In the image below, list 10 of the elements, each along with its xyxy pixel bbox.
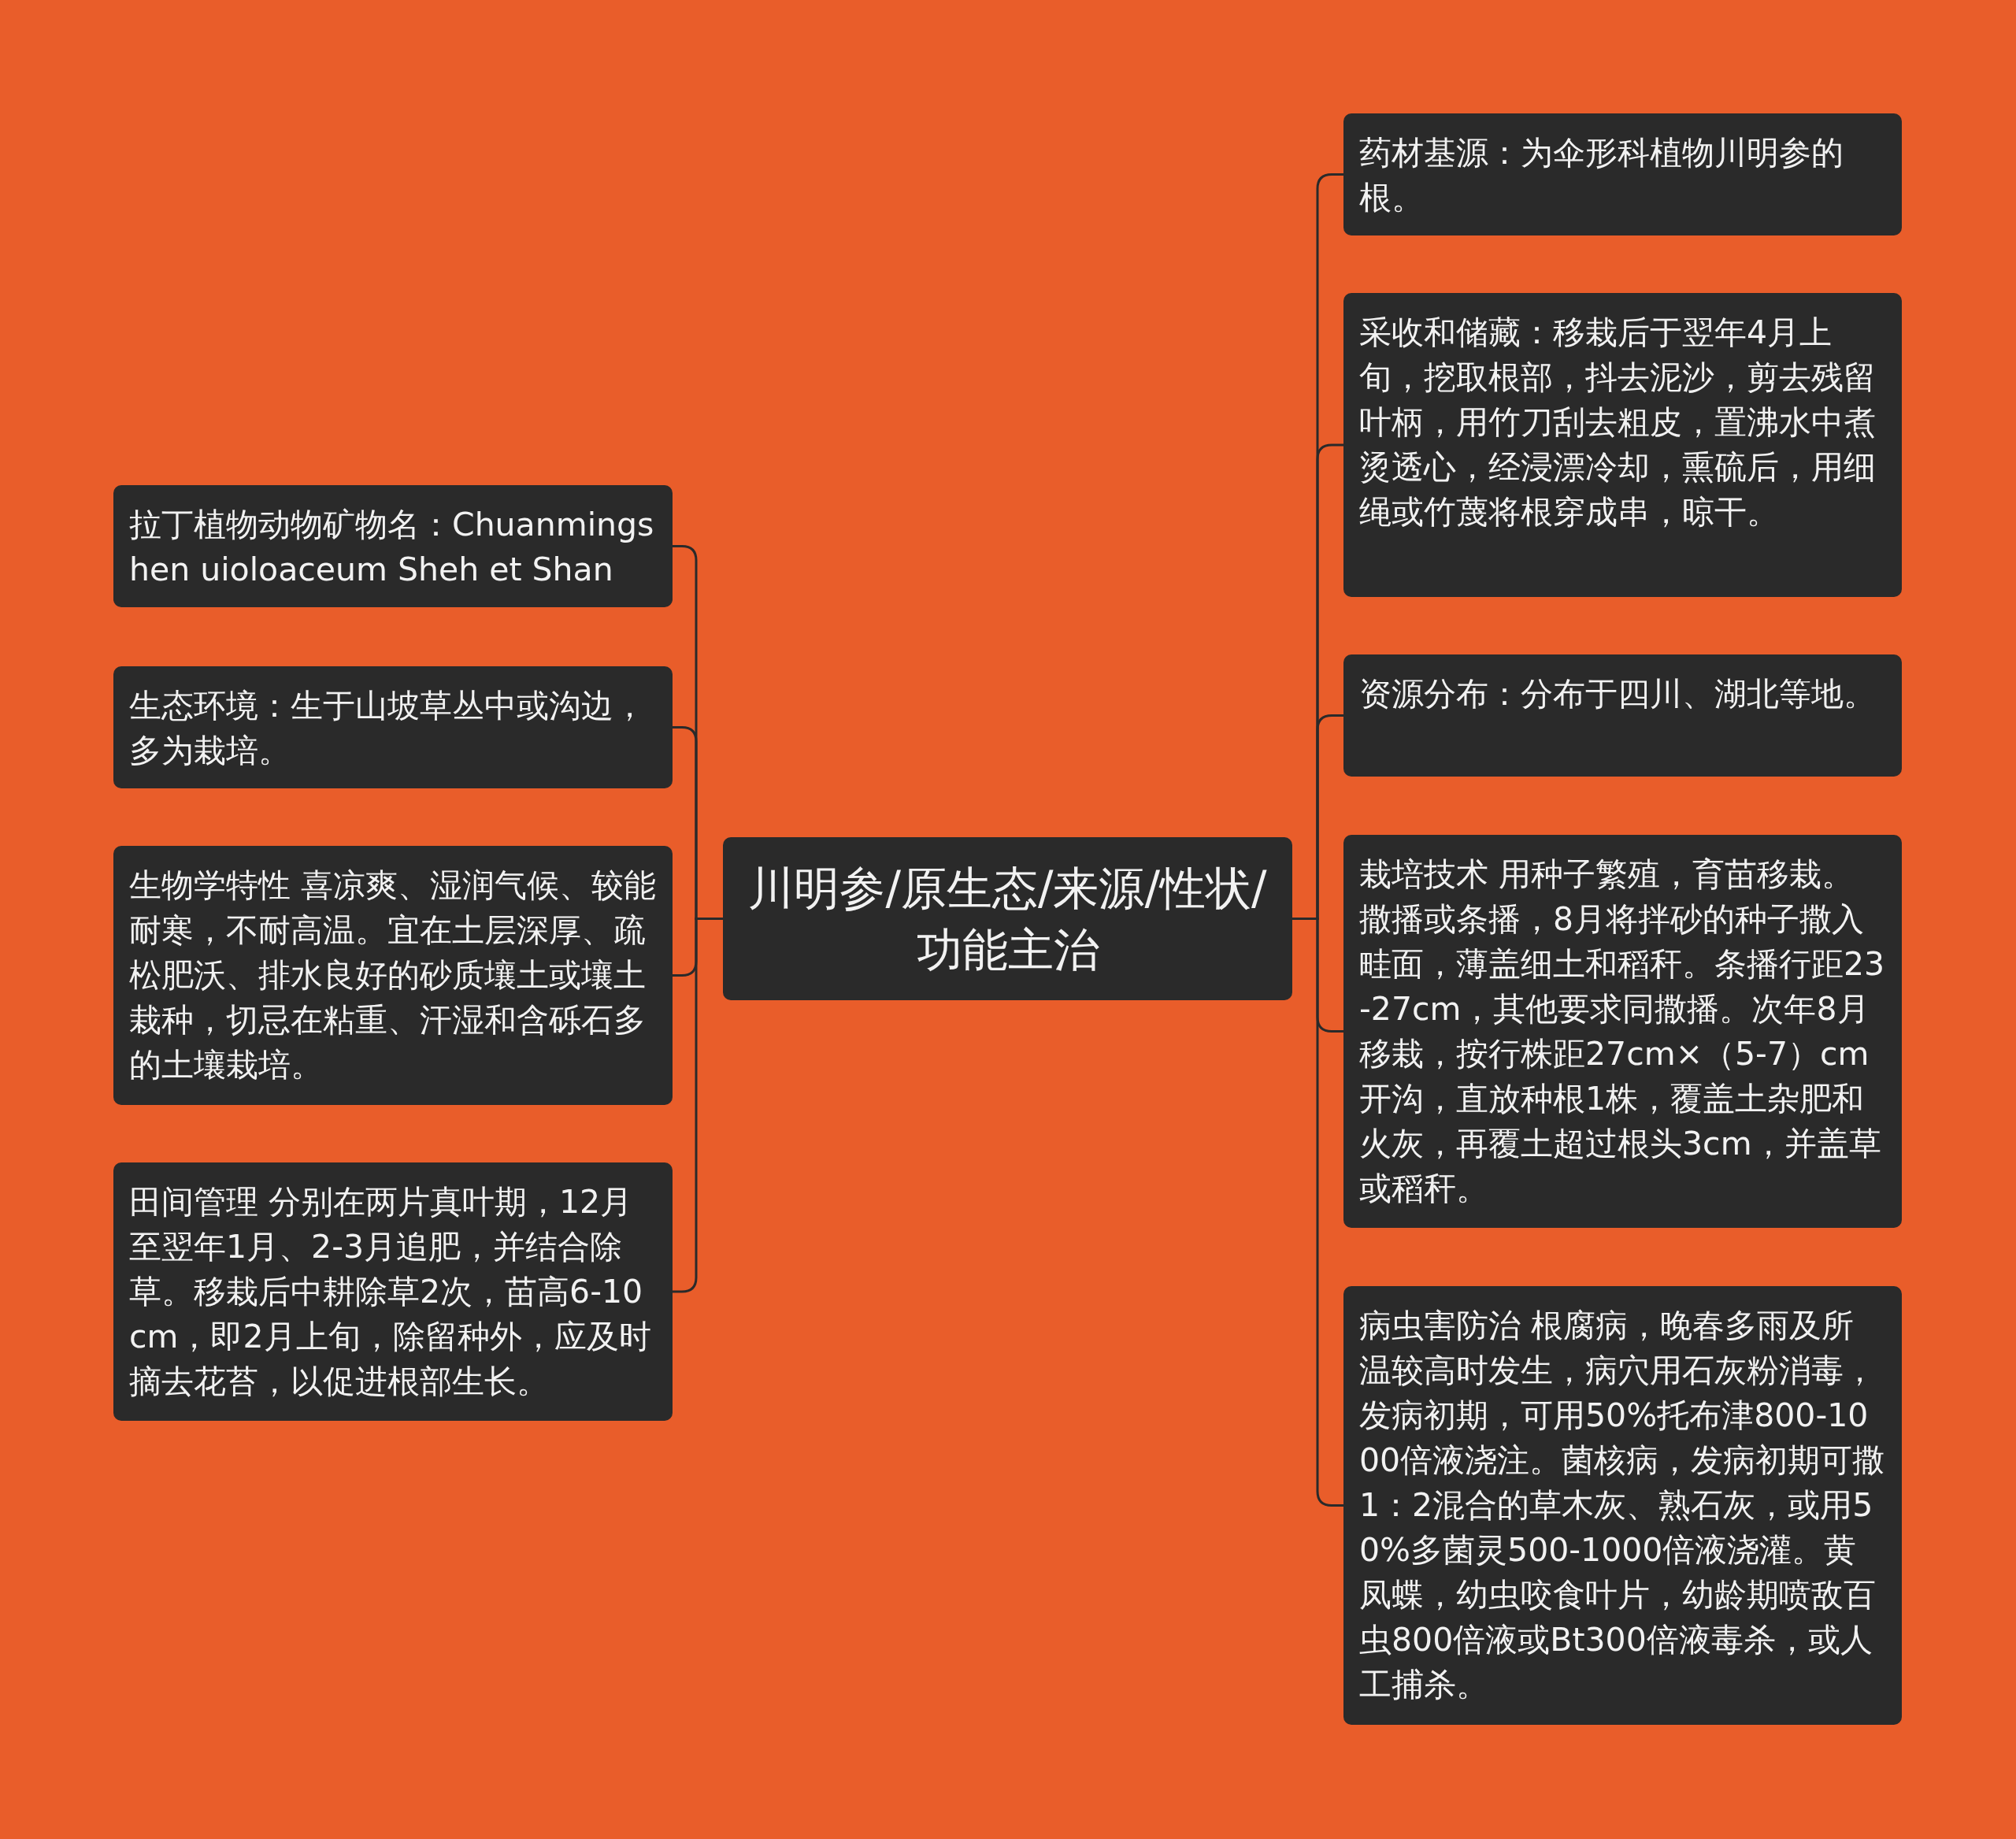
- note-box: 拉丁植物动物矿物名：Chuanmingshen uioloaceum Sheh et Shan: [113, 485, 673, 607]
- note-box: 病虫害防治 根腐病，晚春多雨及所温较高时发生，病穴用石灰粉消毒，发病初期，可用50%托布津800-1000倍液浇注。菌核病，发病初期可撒1：2混合的草木灰、熟石灰，或用50%多菌灵500-1000倍液浇灌。黄凤蝶，幼虫咬食叶片，幼龄期喷敌百虫800倍液或Bt300倍液毒杀，或人工捕杀。: [1343, 1286, 1902, 1725]
- note-box: 采收和储藏：移栽后于翌年4月上旬，挖取根部，抖去泥沙，剪去残留叶柄，用竹刀刮去粗皮，置沸水中煮烫透心，经浸漂冷却，熏硫后，用细绳或竹蔑将根穿成串，晾干。: [1343, 293, 1902, 597]
- topic-box: 川明参/原生态/来源/性状/功能主治: [723, 837, 1292, 1000]
- note-box: 生物学特性 喜凉爽、湿润气候、较能耐寒，不耐高温。宜在土层深厚、疏松肥沃、排水良好的砂质壤土或壤土栽种，切忌在粘重、汗湿和含砾石多的土壤栽培。: [113, 846, 673, 1105]
- note-box: 田间管理 分别在两片真叶期，12月至翌年1月、2-3月追肥，并结合除草。移栽后中耕除草2次，苗高6-10cm，即2月上旬，除留种外，应及时摘去花苔，以促进根部生长。: [113, 1162, 673, 1421]
- note-box: 生态环境：生于山坡草丛中或沟边，多为栽培。: [113, 666, 673, 788]
- note-box: 资源分布：分布于四川、湖北等地。: [1343, 654, 1902, 777]
- note-box: 栽培技术 用种子繁殖，育苗移栽。撒播或条播，8月将拌砂的种子撒入畦面，薄盖细土和稻秆。条播行距23-27cm，其他要求同撒播。次年8月移栽，按行株距27cm×（5-7）cm开沟，直放种根1株，覆盖土杂肥和火灰，再覆土超过根头3cm，并盖草或稻秆。: [1343, 835, 1902, 1228]
- note-box: 药材基源：为伞形科植物川明参的根。: [1343, 113, 1902, 235]
